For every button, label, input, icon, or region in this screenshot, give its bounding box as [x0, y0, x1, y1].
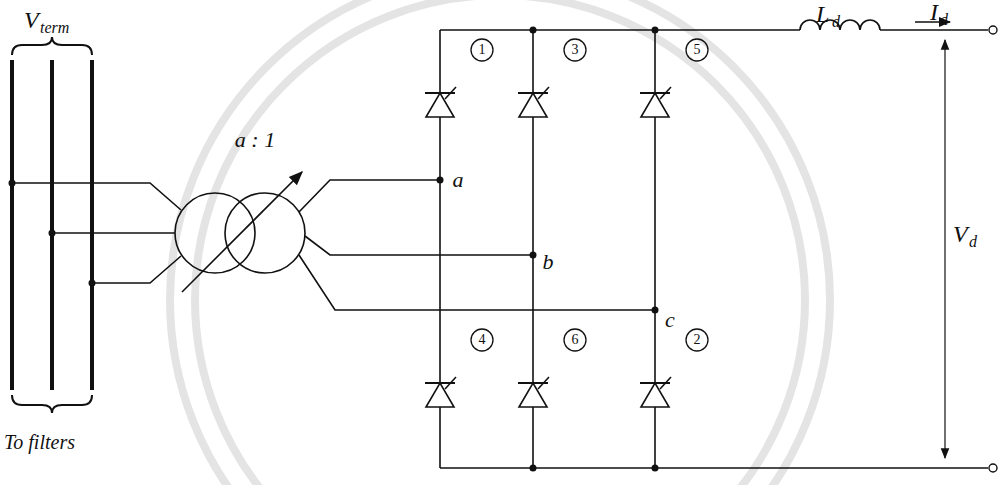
node-name: c: [665, 309, 675, 331]
thyristor-body: [641, 383, 669, 407]
thyristor-symbol: [518, 377, 549, 407]
callout-number: 4: [479, 333, 486, 347]
subscript: d: [940, 12, 948, 28]
terminal: [989, 464, 997, 472]
signal-name: V: [953, 222, 968, 246]
primary-lead: [92, 256, 181, 283]
subscript: term: [40, 20, 69, 36]
transformer-winding: [175, 193, 255, 273]
callout-number: 2: [694, 333, 701, 347]
secondary-lead: [299, 180, 440, 212]
callout-number: 6: [572, 333, 579, 347]
thyristor-body: [519, 93, 547, 117]
thyristor-symbol: [640, 87, 671, 117]
junction-dot: [49, 230, 56, 237]
ac-bus: [90, 60, 94, 390]
voltage-arrow: [944, 40, 945, 458]
thyristor-gate: [538, 377, 549, 389]
junction-dot: [652, 27, 659, 34]
thyristor-body: [519, 383, 547, 407]
watermark-seal: [170, 0, 830, 485]
callout-number: 5: [694, 43, 701, 57]
tap-changer-arrow: [182, 172, 302, 292]
thyristor-symbol: [640, 377, 671, 407]
node-name: b: [543, 251, 554, 273]
brace: [12, 395, 92, 413]
watermark-ring: [170, 0, 830, 485]
junction-dot: [89, 280, 96, 287]
primary-lead: [52, 232, 175, 234]
primary-lead: [12, 183, 181, 210]
brace: [12, 37, 92, 55]
dc-rail: [440, 29, 800, 31]
junction-dot: [9, 180, 16, 187]
component-name: L: [816, 2, 829, 26]
callout-number: 1: [479, 43, 486, 57]
subscript: d: [969, 234, 977, 250]
thyristor-body: [426, 93, 454, 117]
callout-circle: [686, 329, 708, 351]
thyristor-gate: [660, 87, 671, 99]
thyristor-symbol: [425, 87, 456, 117]
thyristor-body: [426, 383, 454, 407]
turns-ratio: a : 1: [235, 129, 275, 151]
callout-circle: [564, 329, 586, 351]
callout-circle: [471, 329, 493, 351]
watermark-ring: [195, 0, 805, 485]
ac-bus: [10, 60, 14, 390]
callout-circle: [686, 39, 708, 61]
note: To filters: [4, 432, 75, 452]
dc-rail: [440, 467, 988, 469]
circuit: [9, 20, 998, 472]
junction-dot: [652, 465, 659, 472]
callout-number: 3: [572, 43, 579, 57]
junction-dot: [530, 27, 537, 34]
callout-circle: [471, 39, 493, 61]
transformer-winding: [225, 193, 305, 273]
thyristor-gate: [445, 377, 456, 389]
inductor-symbol: [800, 20, 880, 30]
node-name: a: [453, 169, 464, 191]
secondary-lead: [299, 255, 655, 310]
junction-dot: [530, 465, 537, 472]
ac-bus: [50, 60, 54, 390]
callout-circle: [564, 39, 586, 61]
signal-name: I: [930, 0, 938, 24]
terminal: [989, 26, 997, 34]
subscript: d: [832, 14, 840, 30]
thyristor-gate: [538, 87, 549, 99]
thyristor-symbol: [425, 377, 456, 407]
signal-name: V: [24, 8, 39, 32]
dc-rail: [880, 29, 988, 31]
thyristor-body: [641, 93, 669, 117]
thyristor-symbol: [518, 87, 549, 117]
secondary-lead: [305, 236, 533, 255]
thyristor-gate: [445, 87, 456, 99]
thyristor-gate: [660, 377, 671, 389]
